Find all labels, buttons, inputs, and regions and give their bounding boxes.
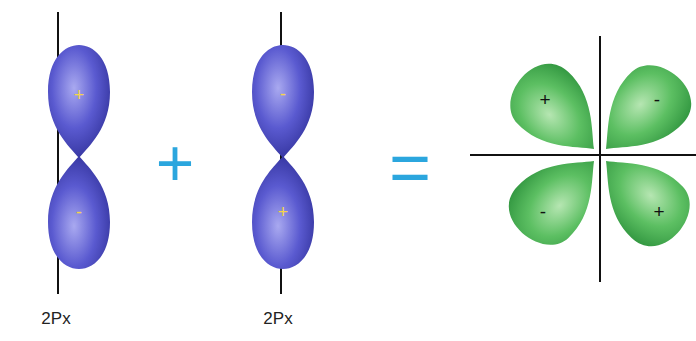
phase-sign: - [271, 82, 295, 106]
phase-sign: - [531, 200, 555, 224]
phase-sign: + [647, 200, 671, 224]
equals-sign: = [389, 131, 431, 203]
lobe-shape [603, 56, 696, 152]
orbital-lobe: + [603, 158, 696, 254]
phase-sign: + [67, 83, 91, 107]
lobe-outline [252, 156, 314, 269]
orbital-label: 2Px [263, 310, 292, 327]
orbital-lobe: + [251, 156, 315, 270]
phase-sign: - [67, 200, 91, 224]
orbital-lobe: + [501, 56, 597, 152]
lobe-outline [580, 135, 696, 258]
axis-line [599, 36, 601, 282]
orbital-lobe: - [47, 156, 111, 270]
plus-operator: + [156, 130, 195, 196]
phase-sign: + [271, 200, 295, 224]
lobe-outline [252, 45, 314, 158]
orbital-lobe: - [251, 44, 315, 158]
phase-sign: + [533, 88, 557, 112]
orbital-label: 2Px [41, 310, 70, 327]
lobe-outline [48, 45, 110, 158]
lobe-outline [580, 51, 696, 174]
lobe-outline [496, 135, 619, 258]
orbital-lobe: + [47, 44, 111, 158]
lobe-outline [48, 156, 110, 269]
axis-line [470, 154, 696, 156]
lobe-shape [501, 158, 597, 254]
lobe-shape [603, 158, 696, 254]
phase-sign: - [645, 88, 669, 112]
orbital-lobe: - [603, 56, 696, 152]
lobe-outline [496, 51, 619, 174]
orbital-lobe: - [501, 158, 597, 254]
